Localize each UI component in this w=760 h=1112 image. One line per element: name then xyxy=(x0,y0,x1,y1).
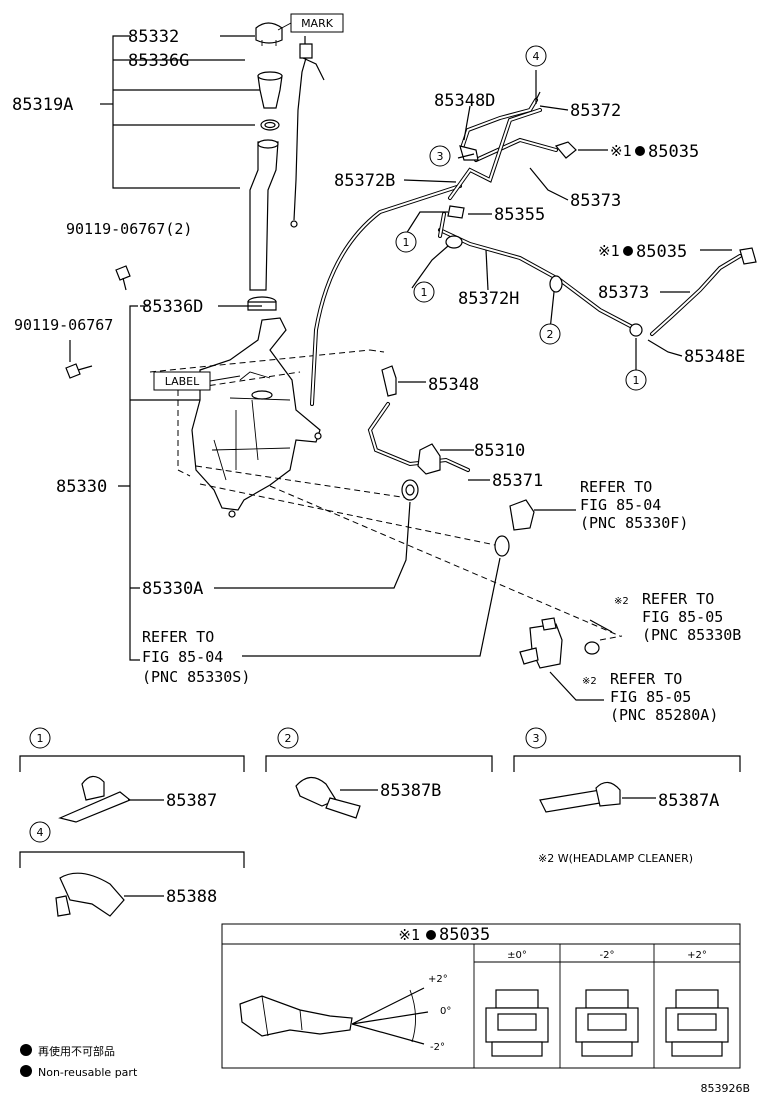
svg-text:3: 3 xyxy=(533,732,540,745)
label-90119-06767: 90119-06767 xyxy=(14,316,113,334)
label-85035-b: 85035 xyxy=(636,242,687,262)
bolts-group xyxy=(65,265,131,379)
label-85330A: 85330A xyxy=(142,579,203,599)
ref3-line1: REFER TO xyxy=(610,670,682,688)
svg-text:4: 4 xyxy=(533,50,540,63)
nozzle-front-0 xyxy=(485,989,549,1057)
table-title: 85035 xyxy=(439,925,490,945)
label-85336G: 85336G xyxy=(128,51,189,71)
label-85372B: 85372B xyxy=(334,171,395,191)
svg-text:4: 4 xyxy=(37,826,44,839)
legend-en: Non-reusable part xyxy=(38,1066,138,1079)
ref-mark-1b: ※1 xyxy=(598,242,620,260)
ref3-line3: (PNC 85280A) xyxy=(610,706,718,724)
nozzle-front-1 xyxy=(575,989,639,1057)
label-85319A: 85319A xyxy=(12,95,73,115)
legend-dot-jp xyxy=(20,1044,32,1056)
table-col-2: +2° xyxy=(687,950,707,961)
angle-zero: 0° xyxy=(440,1006,451,1017)
table-non-reusable-dot xyxy=(426,930,436,940)
callout-circles: 4 3 1 1 2 1 xyxy=(395,45,647,391)
svg-text:3: 3 xyxy=(437,150,444,163)
non-reusable-dot-b xyxy=(623,246,633,256)
label-85310: 85310 xyxy=(474,441,525,461)
label-85387A: 85387A xyxy=(658,791,719,811)
ref4-line3: (PNC 85330S) xyxy=(142,668,250,686)
label-85388: 85388 xyxy=(166,887,217,907)
svg-text:1: 1 xyxy=(633,374,640,387)
label-85387: 85387 xyxy=(166,791,217,811)
ref4-line1: REFER TO xyxy=(142,628,214,646)
washer-tank-shape xyxy=(191,317,321,511)
nozzle-angle-table: ※1 85035 ±0° -2° +2° +2° 0° -2° xyxy=(221,923,741,1069)
table-col-1: -2° xyxy=(600,950,615,961)
ref2-line3: (PNC 85330B xyxy=(642,626,741,644)
clip-detail-1: 1 85387 xyxy=(19,727,245,823)
ref4-line2: FIG 85-04 xyxy=(142,648,223,666)
mark-text: MARK xyxy=(301,17,334,30)
ref2-line1: REFER TO xyxy=(642,590,714,608)
part-labels: 85332 85336G 85319A 90119-06767(2) 90119… xyxy=(12,27,745,599)
ref3-mark: ※2 xyxy=(582,676,597,687)
clip-detail-2: 2 85387B xyxy=(265,727,493,819)
svg-text:2: 2 xyxy=(285,732,292,745)
label-85373-b: 85373 xyxy=(598,283,649,303)
legend: 再使用不可部品 Non-reusable part xyxy=(20,1044,138,1079)
washer-tank-group: LABEL xyxy=(118,296,621,661)
cap-85332-shape xyxy=(255,22,283,44)
ref2-line2: FIG 85-05 xyxy=(642,608,723,626)
label-85387B: 85387B xyxy=(380,781,441,801)
ref1-line2: FIG 85-04 xyxy=(580,496,661,514)
clip-detail-3: 3 85387A xyxy=(513,727,741,813)
label-85372H: 85372H xyxy=(458,289,519,309)
label-85373-a: 85373 xyxy=(570,191,621,211)
reference-notes: REFER TO FIG 85-04 (PNC 85330F) ※2 REFER… xyxy=(142,478,741,724)
label-85336D: 85336D xyxy=(142,297,203,317)
table-ref-mark: ※1 xyxy=(398,926,420,944)
svg-text:1: 1 xyxy=(403,236,410,249)
clip-detail-4: 4 85388 xyxy=(19,821,245,917)
ref2-mark: ※2 xyxy=(614,596,629,607)
non-reusable-dot-a xyxy=(635,146,645,156)
pump-group xyxy=(214,365,623,701)
ref1-line1: REFER TO xyxy=(580,478,652,496)
legend-dot-en xyxy=(20,1065,32,1077)
headlamp-cleaner-note: ※2 W(HEADLAMP CLEANER) xyxy=(538,852,693,865)
ref1-line3: (PNC 85330F) xyxy=(580,514,688,532)
diagram-id: 853926B xyxy=(700,1082,750,1095)
table-col-0: ±0° xyxy=(507,950,527,961)
label-85035-a: 85035 xyxy=(648,142,699,162)
label-90119-06767-2: 90119-06767(2) xyxy=(66,220,192,238)
label-85348D: 85348D xyxy=(434,91,495,111)
angle-minus: -2° xyxy=(430,1042,445,1053)
ref-mark-1a: ※1 xyxy=(610,142,632,160)
label-85355: 85355 xyxy=(494,205,545,225)
angle-plus: +2° xyxy=(428,974,448,985)
label-text: LABEL xyxy=(165,375,200,388)
svg-text:2: 2 xyxy=(547,328,554,341)
label-85371: 85371 xyxy=(492,471,543,491)
svg-text:1: 1 xyxy=(421,286,428,299)
label-85348: 85348 xyxy=(428,375,479,395)
hoses-group xyxy=(310,70,757,406)
label-85330: 85330 xyxy=(56,477,107,497)
label-85372: 85372 xyxy=(570,101,621,121)
inlet-assembly-group: MARK xyxy=(100,13,344,291)
legend-jp: 再使用不可部品 xyxy=(38,1044,115,1058)
ref3-line2: FIG 85-05 xyxy=(610,688,691,706)
svg-text:1: 1 xyxy=(37,732,44,745)
label-85348E: 85348E xyxy=(684,347,745,367)
label-85332: 85332 xyxy=(128,27,179,47)
nozzle-front-2 xyxy=(665,989,729,1057)
